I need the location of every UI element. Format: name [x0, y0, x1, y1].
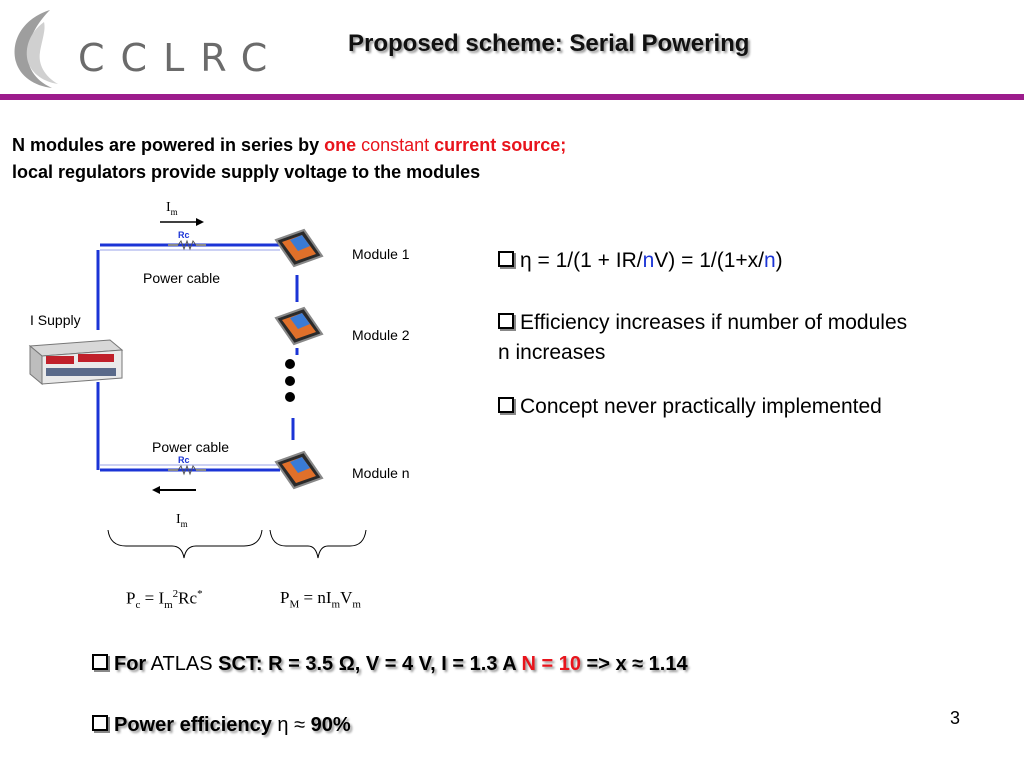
bullet-efficiency-increase: Efficiency increases if number of module…: [498, 311, 908, 364]
bullet-concept: Concept never practically implemented: [498, 392, 998, 422]
cable-power-formula: Pc = Im2Rc*: [126, 588, 203, 612]
module-n-label: Module n: [352, 465, 410, 481]
intro-line-1: N modules are powered in series by one c…: [12, 135, 566, 156]
supply-label: I Supply: [30, 312, 81, 328]
intro-constant: constant: [356, 135, 435, 155]
power-supply-device: [28, 339, 124, 386]
serial-powering-diagram: [28, 218, 367, 559]
module-n-chip: [274, 450, 324, 490]
resistor-bottom-symbol: [168, 464, 206, 476]
intro-highlight-source: current source;: [434, 135, 567, 155]
page-number: 3: [950, 708, 961, 728]
current-arrow-top: [160, 218, 204, 226]
brace-right: [269, 529, 367, 559]
current-label-top: Im: [166, 200, 178, 217]
intro-text: N modules are powered in series by: [12, 135, 325, 155]
current-arrow-bottom: [152, 486, 196, 494]
checkbox-bullet-icon: [92, 654, 108, 670]
resistor-bottom-label: Rc: [178, 455, 190, 465]
ellipsis-dot: [285, 376, 295, 386]
checkbox-bullet-icon: [498, 251, 514, 267]
checkbox-bullet-icon: [92, 715, 108, 731]
bullet-efficiency-formula: η = 1/(1 + IR/nV) = 1/(1+x/n): [498, 246, 998, 276]
cclrc-logo-swoosh: [14, 10, 58, 88]
resistor-top-label: Rc: [178, 230, 190, 240]
bullet-atlas-sct: For ATLAS SCT: R = 3.5 Ω, V = 4 V, I = 1…: [92, 653, 688, 676]
ellipsis-dot: [285, 359, 295, 369]
module-2-label: Module 2: [352, 327, 410, 343]
power-cable-bottom-label: Power cable: [152, 439, 230, 455]
current-label-bottom: Im: [176, 512, 188, 529]
intro-line-2: local regulators provide supply voltage …: [12, 162, 481, 182]
intro-highlight-one: one: [324, 135, 357, 155]
module-1-label: Module 1: [352, 246, 410, 262]
ellipsis-dot: [285, 392, 295, 402]
module-1-chip: [274, 228, 324, 268]
page-title: Proposed scheme: Serial Powering: [348, 30, 750, 57]
module-power-formula: PM = nImVm: [280, 588, 361, 611]
power-cable-top-label: Power cable: [143, 270, 221, 286]
bullet-power-efficiency: Power efficiency η ≈ 90%: [92, 714, 351, 737]
header-divider: [0, 94, 1024, 100]
checkbox-bullet-icon: [498, 313, 514, 329]
cclrc-logo-text: CCLRC: [78, 36, 284, 80]
resistor-top-symbol: [168, 239, 206, 251]
module-2-chip: [274, 306, 324, 346]
checkbox-bullet-icon: [498, 397, 514, 413]
brace-left: [107, 529, 263, 559]
